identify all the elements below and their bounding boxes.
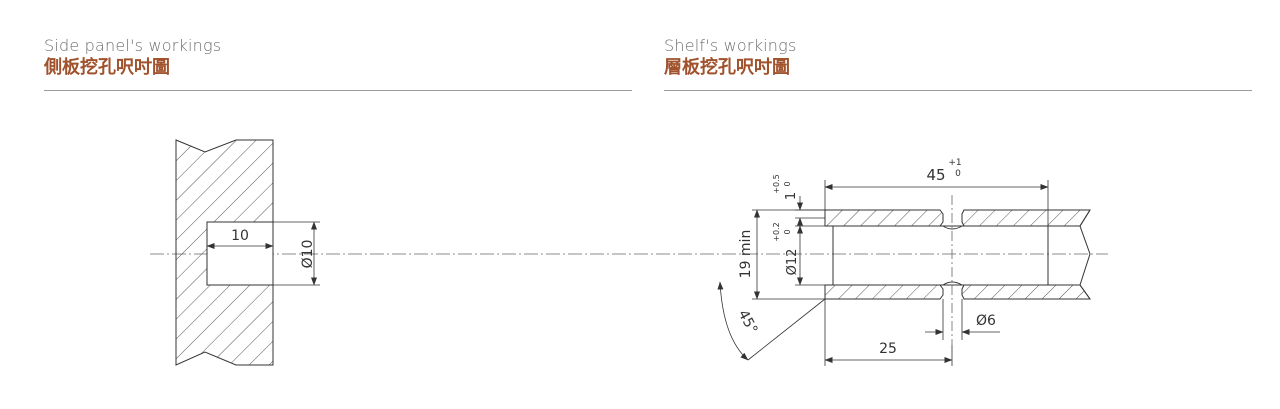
shelf-title-zh: 層板挖孔呎吋圖 bbox=[664, 57, 790, 78]
side-panel-title-zh: 側板挖孔呎吋圖 bbox=[44, 57, 170, 78]
thickness-label: 19 min bbox=[738, 230, 754, 279]
length-tol-lower: 0 bbox=[955, 169, 961, 179]
side-panel-section: 10 Ø10 bbox=[175, 139, 320, 366]
side-panel-divider bbox=[44, 90, 632, 91]
thickness-dimension: 19 min bbox=[738, 209, 825, 300]
shelf-heading: Shelf's workings 層板挖孔呎吋圖 bbox=[664, 36, 1252, 79]
shelf-divider bbox=[664, 90, 1252, 91]
pin-diameter-label: Ø6 bbox=[976, 313, 996, 329]
side-panel-title-en: Side panel's workings bbox=[44, 36, 222, 55]
pin-position-label: 25 bbox=[879, 341, 897, 357]
length-tol-upper: +1 bbox=[948, 158, 961, 168]
shelf-section bbox=[824, 195, 1091, 345]
groove-tol-lower: 0 bbox=[783, 181, 792, 186]
pin-position-dimension: 25 bbox=[824, 299, 953, 366]
groove-tol-upper: +0.5 bbox=[772, 174, 781, 193]
length-dimension: 45 +1 0 bbox=[824, 158, 1049, 226]
bore-tol-upper: +0.2 bbox=[772, 222, 781, 241]
bore-diameter-label: Ø12 bbox=[785, 249, 800, 276]
length-label: 45 bbox=[926, 166, 945, 184]
hole-depth-label: 10 bbox=[231, 228, 249, 244]
angle-dimension: 45° bbox=[717, 281, 826, 361]
pin-diameter-dimension: Ø6 bbox=[925, 299, 1000, 340]
shelf-title-en: Shelf's workings bbox=[664, 36, 797, 55]
groove-label: 1 bbox=[784, 192, 799, 200]
bore-dimension: Ø12 +0.2 0 bbox=[772, 222, 833, 286]
hole-diameter-label: Ø10 bbox=[300, 240, 316, 269]
bore-tol-lower: 0 bbox=[783, 229, 792, 234]
side-panel-heading: Side panel's workings 側板挖孔呎吋圖 bbox=[44, 36, 632, 79]
angle-label: 45° bbox=[735, 307, 761, 336]
